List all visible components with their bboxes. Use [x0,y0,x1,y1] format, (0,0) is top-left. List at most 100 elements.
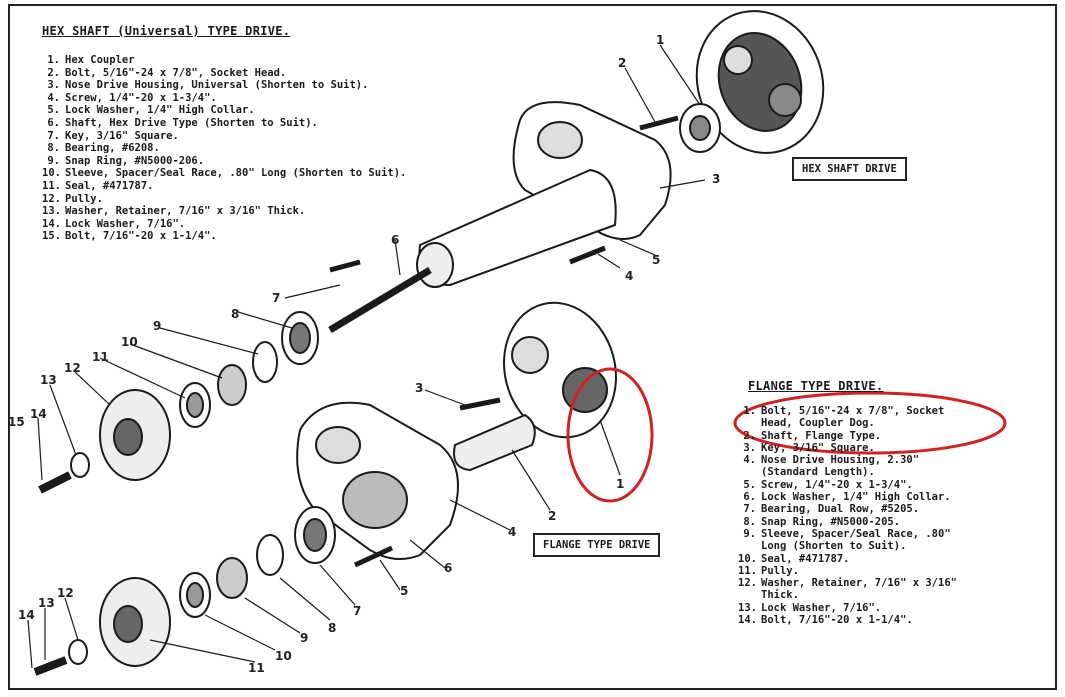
callout-flange-7: 7 [353,604,361,618]
highlight-oval-list-item [733,391,1007,455]
flange-list-item: 3.Key, 3/16" Square. [738,442,957,454]
hex-item-text: Lock Washer, 7/16". [65,217,186,230]
hex-list-item: 3. Nose Drive Housing, Universal (Shorten… [42,79,406,92]
flange-item-continuation: (Standard Length). [761,466,875,479]
hex-list-item: 6. Shaft, Hex Drive Type (Shorten to Suit… [42,117,406,130]
flange-item-text: Pully. [761,564,799,577]
callout-flange-12: 12 [57,586,74,600]
hex-bolt-2 [639,115,679,131]
hex-list-item: 4.Screw, 1/4"-20 x 1-3/4". [42,92,406,105]
callout-flange-5: 5 [400,584,408,598]
flange-item-text: Nose Drive Housing, 2.30" [761,454,920,467]
callout-hex-15: 15 [8,415,25,429]
flange-bolt-3 [459,397,501,411]
hex-item-text: Key, 3/16" Square. [65,129,179,142]
flange-list-item: 6. Lock Washer, 1/4" High Collar. [738,491,957,503]
callout-flange-13: 13 [38,596,55,610]
flange-seal [179,572,211,618]
hex-list-item: 9.Snap Ring, #N5000-206. [42,155,406,168]
hex-item-number: 2. [47,66,60,79]
hex-item-text: Washer, Retainer, 7/16" x 3/16" Thick. [65,205,306,218]
hex-item-number: 1. [47,54,60,66]
flange-screw-5 [353,545,394,568]
callout-hex-6: 6 [391,233,399,247]
callout-hex-4: 4 [625,269,633,283]
callout-flange-9: 9 [300,631,308,645]
flange-list-item: 5.Screw, 1/4"-20 x 1-3/4". [738,479,957,491]
hex-callouts: 1 2 3 4 5 6 7 8 9 10 11 12 13 15 14 [8,33,720,429]
hex-key [329,259,361,273]
flange-type-drive-label: FLANGE TYPE DRIVE [533,533,661,557]
flange-item-text: Bolt, 7/16"-20 x 1-1/4". [761,614,913,627]
hex-list-item: 12. Pully. [42,193,406,206]
hex-item-number: 14. [42,217,61,230]
flange-item-number: 14. [738,614,757,627]
callout-hex-8: 8 [231,307,239,321]
flange-list-item: 2.Shaft, Flange Type. [738,430,957,442]
hex-item-number: 3. [47,79,60,92]
flange-item-continuation: Head, Coupler Dog. [761,417,875,430]
callout-flange-3: 3 [415,381,423,395]
callout-hex-14: 14 [30,407,47,421]
flange-callouts: 1 2 3 4 5 6 7 8 9 10 11 12 13 14 [18,381,624,675]
flange-item-text: Sleeve, Spacer/Seal Race, .80" [761,527,951,540]
callout-hex-5: 5 [652,253,660,267]
hex-list-item: 1.Hex Coupler [42,54,406,67]
hex-item-number: 11. [42,179,61,192]
hex-item-number: 5. [47,104,60,117]
flange-item-text: Shaft, Flange Type. [761,429,882,442]
flange-item-continuation: Thick. [761,589,799,602]
callout-hex-12: 12 [64,361,81,375]
flange-item-number: 6. [743,491,756,504]
flange-item-continuation: Long (Shorten to Suit). [761,540,907,553]
flange-list-item: 9. Sleeve, Spacer/Seal Race, .80"Long (Sh… [738,528,957,553]
flange-list-item: 7.Bearing, Dual Row, #5205. [738,503,957,515]
callout-flange-11: 11 [248,661,265,675]
hex-list-item: 2.Bolt, 5/16"-24 x 7/8", Socket Head. [42,67,406,80]
callout-hex-2: 2 [618,56,626,70]
flange-list-item: 4. Nose Drive Housing, 2.30"(Standard Len… [738,454,957,479]
hex-item-text: Shaft, Hex Drive Type (Shorten to Suit). [65,116,318,129]
flange-list-item: 8.Snap Ring, #N5000-205. [738,516,957,528]
flange-item-text: Lock Washer, 7/16". [761,601,882,614]
flange-item-number: 4. [743,454,756,467]
flange-item-number: 9. [743,527,756,540]
flange-item-number: 11. [738,564,757,577]
hex-drive-shaft [328,266,432,334]
callout-flange-14: 14 [18,608,35,622]
hex-item-text: Bolt, 7/16"-20 x 1-1/4". [65,230,217,243]
flange-item-number: 13. [738,601,757,614]
hex-item-number: 10. [42,167,61,180]
hex-item-text: Screw, 1/4"-20 x 1-3/4". [65,91,217,104]
hex-item-number: 6. [47,116,60,129]
highlight-marks [566,367,1007,503]
flange-item-number: 8. [743,515,756,528]
hex-item-number: 7. [47,129,60,142]
hex-item-text: Nose Drive Housing, Universal (Shorten t… [65,79,369,92]
leader-lines [27,44,706,669]
hex-item-text: Pully. [65,192,103,205]
hex-item-number: 12. [42,192,61,205]
callout-flange-1: 1 [616,477,624,491]
flange-list-item: 14. Bolt, 7/16"-20 x 1-1/4". [738,614,957,626]
callout-flange-6: 6 [444,561,452,575]
callout-hex-13: 13 [40,373,57,387]
callout-hex-7: 7 [272,291,280,305]
hex-bolt-15 [38,471,72,494]
flange-item-text: Seal, #471787. [761,552,850,565]
hex-list-item: 8.Bearing, #6208. [42,142,406,155]
callout-flange-8: 8 [328,621,336,635]
hex-seal [179,382,211,428]
hex-washer [70,452,90,478]
flange-item-number: 7. [743,503,756,516]
flange-item-text: Lock Washer, 1/4" High Collar. [761,491,951,504]
hex-list-item: 11.Seal, #471787. [42,180,406,193]
hex-sleeve [217,364,247,406]
flange-list-item: 11. Pully. [738,565,957,577]
callout-hex-3: 3 [712,172,720,186]
hex-item-number: 13. [42,205,61,218]
flange-bolt-14 [33,656,68,676]
